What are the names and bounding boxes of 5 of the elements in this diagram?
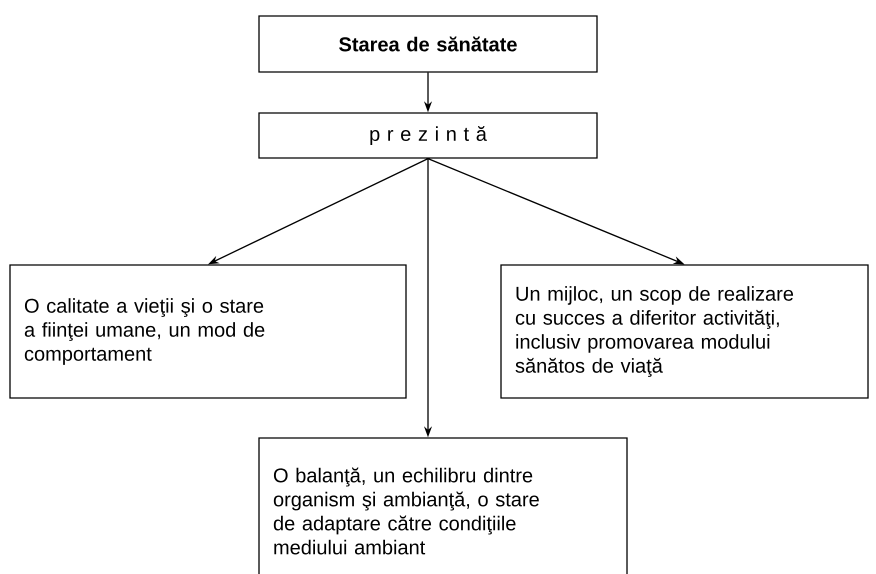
title-box: Starea de sănătate bbox=[258, 15, 598, 73]
text-box: O balanţă, un echilibru dintre organism şi ambianţă, o stare de adaptare către condiţiile mediului ambiant bbox=[258, 437, 628, 574]
text-box: O calitate a vieţii şi o stare a fiinţei umane, un mod de comportament bbox=[9, 264, 407, 399]
process-box: p r e z i n t ă bbox=[258, 112, 598, 159]
text-box: Un mijloc, un scop de realizare cu succes a diferitor activităţi, inclusiv promovarea modului sănătos de viaţă bbox=[500, 264, 869, 399]
